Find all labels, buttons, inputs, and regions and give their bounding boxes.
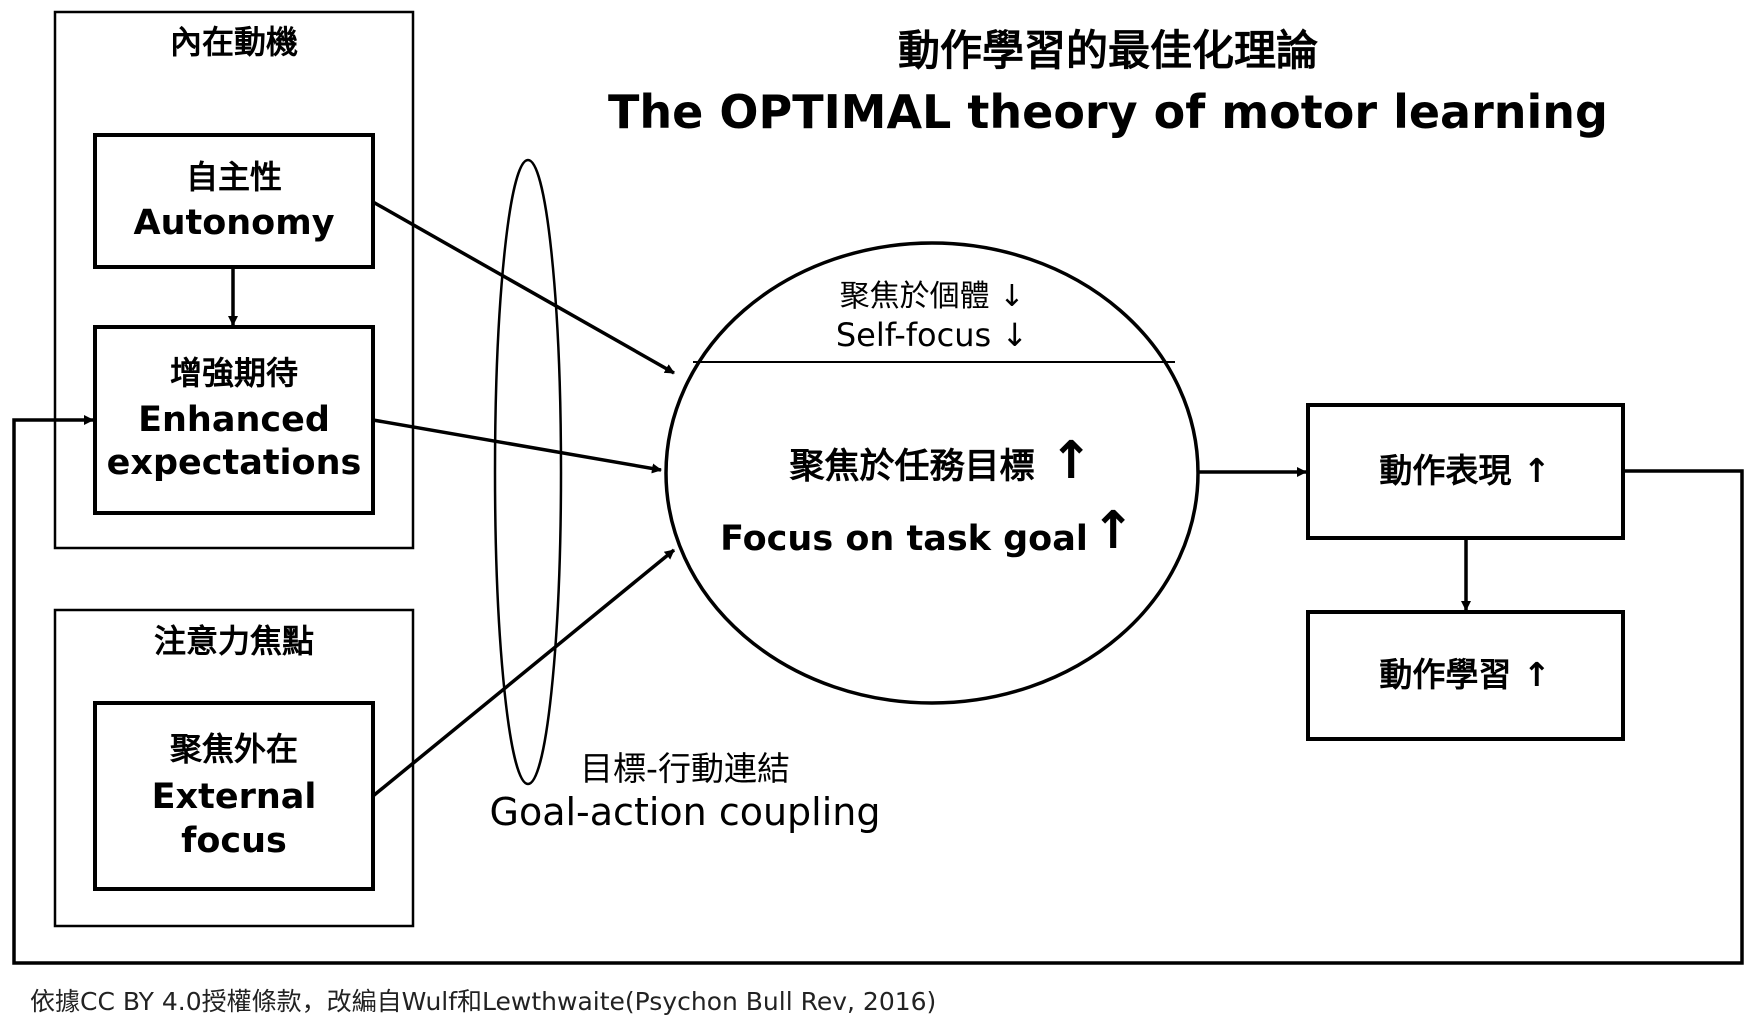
task-focus-up-arrow-2: ↑ — [1091, 501, 1135, 561]
expectations-label-english-1: Enhanced — [138, 400, 330, 440]
intrinsic-motivation-label: 內在動機 — [170, 23, 298, 61]
title-chinese: 動作學習的最佳化理論 — [898, 26, 1318, 75]
intrinsic-motivation-group — [53, 10, 415, 550]
task-focus-label-chinese: 聚焦於任務目標 — [788, 447, 1034, 487]
task-focus-label-english: Focus on task goal — [720, 519, 1088, 559]
attentional-focus-group — [53, 608, 415, 928]
self-focus-label-english: Self-focus ↓ — [836, 316, 1028, 354]
coupling-label-chinese: 目標-行動連結 — [580, 749, 790, 788]
autonomy-label-chinese: 自主性 — [186, 158, 282, 196]
coupling-label-english: Goal-action coupling — [490, 790, 881, 834]
attentional-focus-label: 注意力焦點 — [154, 622, 314, 660]
self-focus-label-chinese: 聚焦於個體 ↓ — [840, 279, 1025, 314]
arrow-expectations-to-task-focus — [372, 418, 662, 474]
arrow-autonomy-to-task-focus — [372, 200, 675, 375]
expectations-label-chinese: 增強期待 — [170, 354, 298, 392]
autonomy-label-english: Autonomy — [133, 203, 334, 243]
title-english: The OPTIMAL theory of motor learning — [608, 85, 1608, 139]
motor-learning-box — [1306, 610, 1625, 741]
focus-ellipse — [664, 241, 1200, 705]
attribution-footer: 依據CC BY 4.0授權條款，改編自Wulf和Lewthwaite(Psych… — [30, 987, 937, 1016]
task-focus-up-arrow-1: ↑ — [1049, 431, 1093, 491]
enhanced-expectations-box — [93, 325, 375, 515]
feedback-loop-arrow — [12, 415, 1744, 965]
goal-action-coupling-ellipse — [493, 158, 563, 786]
autonomy-box — [93, 133, 375, 269]
external-focus-label-chinese: 聚焦外在 — [169, 730, 298, 768]
external-focus-label-english-2: focus — [181, 821, 287, 861]
motor-learning-label: 動作學習 ↑ — [1379, 655, 1550, 694]
motor-performance-label: 動作表現 ↑ — [1379, 451, 1550, 490]
external-focus-label-english-1: External — [152, 777, 317, 817]
expectations-label-english-2: expectations — [107, 443, 362, 483]
external-focus-box — [93, 701, 375, 891]
arrow-external-focus-to-task-focus — [371, 548, 676, 798]
